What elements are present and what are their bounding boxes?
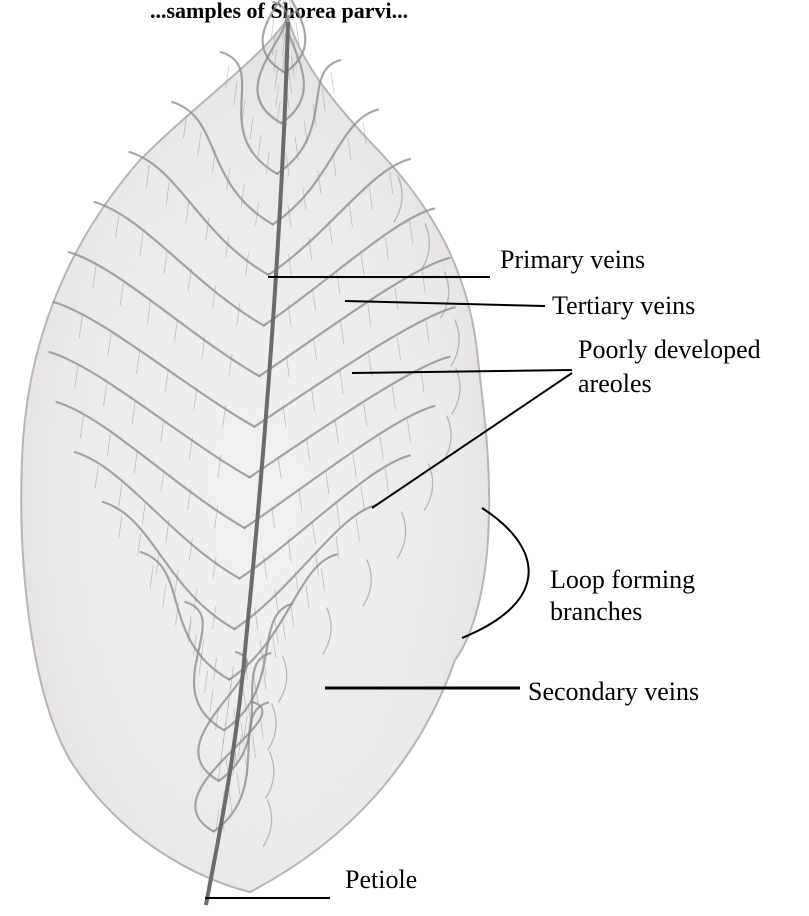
leaf-blade [21,18,489,892]
label-secondary-veins: Secondary veins [528,677,699,706]
label-loop-line1: Loop forming [550,565,695,594]
label-tertiary-veins: Tertiary veins [552,291,695,320]
label-areoles-line2: areoles [578,369,652,398]
label-petiole: Petiole [345,865,417,894]
label-primary-veins: Primary veins [500,245,645,274]
tertiary-vein [331,73,334,95]
label-loop-line2: branches [550,597,642,626]
label-areoles-line1: Poorly developed [578,335,761,364]
